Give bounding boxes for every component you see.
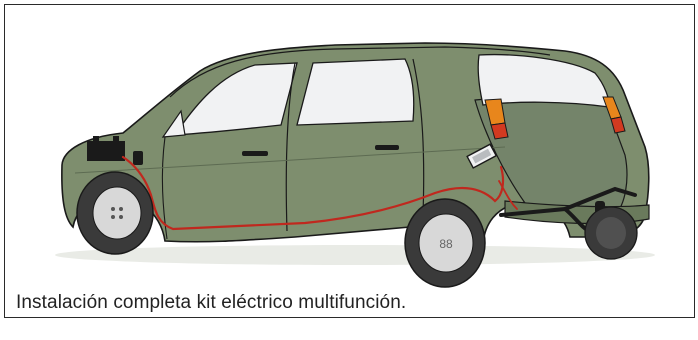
- wiring-harness: [121, 155, 505, 231]
- figure-caption: Instalación completa kit eléctrico multi…: [16, 292, 407, 313]
- front-window: [173, 62, 298, 136]
- front-wheel: [76, 171, 154, 255]
- front-fender-seam: [161, 136, 168, 240]
- body-crease: [74, 146, 506, 174]
- rear-door-handle: [375, 145, 399, 150]
- roof-line: [169, 46, 551, 98]
- rear-wheel: 88: [404, 198, 486, 288]
- rear-window: [296, 58, 415, 126]
- svg-text:88: 88: [439, 237, 453, 251]
- front-door-handle: [242, 151, 268, 156]
- taillight-left-red: [490, 122, 509, 140]
- rear-door-seam: [412, 58, 425, 216]
- far-rear-wheel: [584, 206, 638, 260]
- ground-shadow: [55, 245, 655, 265]
- front-module: [133, 151, 143, 165]
- trailer-socket-icon: [466, 143, 498, 169]
- figure-frame: 88 Instalación completa kit eléctrico mu…: [4, 4, 695, 318]
- front-quarter-window: [161, 109, 186, 138]
- taillight-right-red: [610, 116, 626, 134]
- car-wiring-illustration: 88: [55, 42, 655, 288]
- tow-bar: [499, 186, 637, 217]
- battery-icon: [87, 136, 125, 161]
- wiring-branch: [498, 180, 518, 210]
- front-door-seam: [285, 62, 296, 232]
